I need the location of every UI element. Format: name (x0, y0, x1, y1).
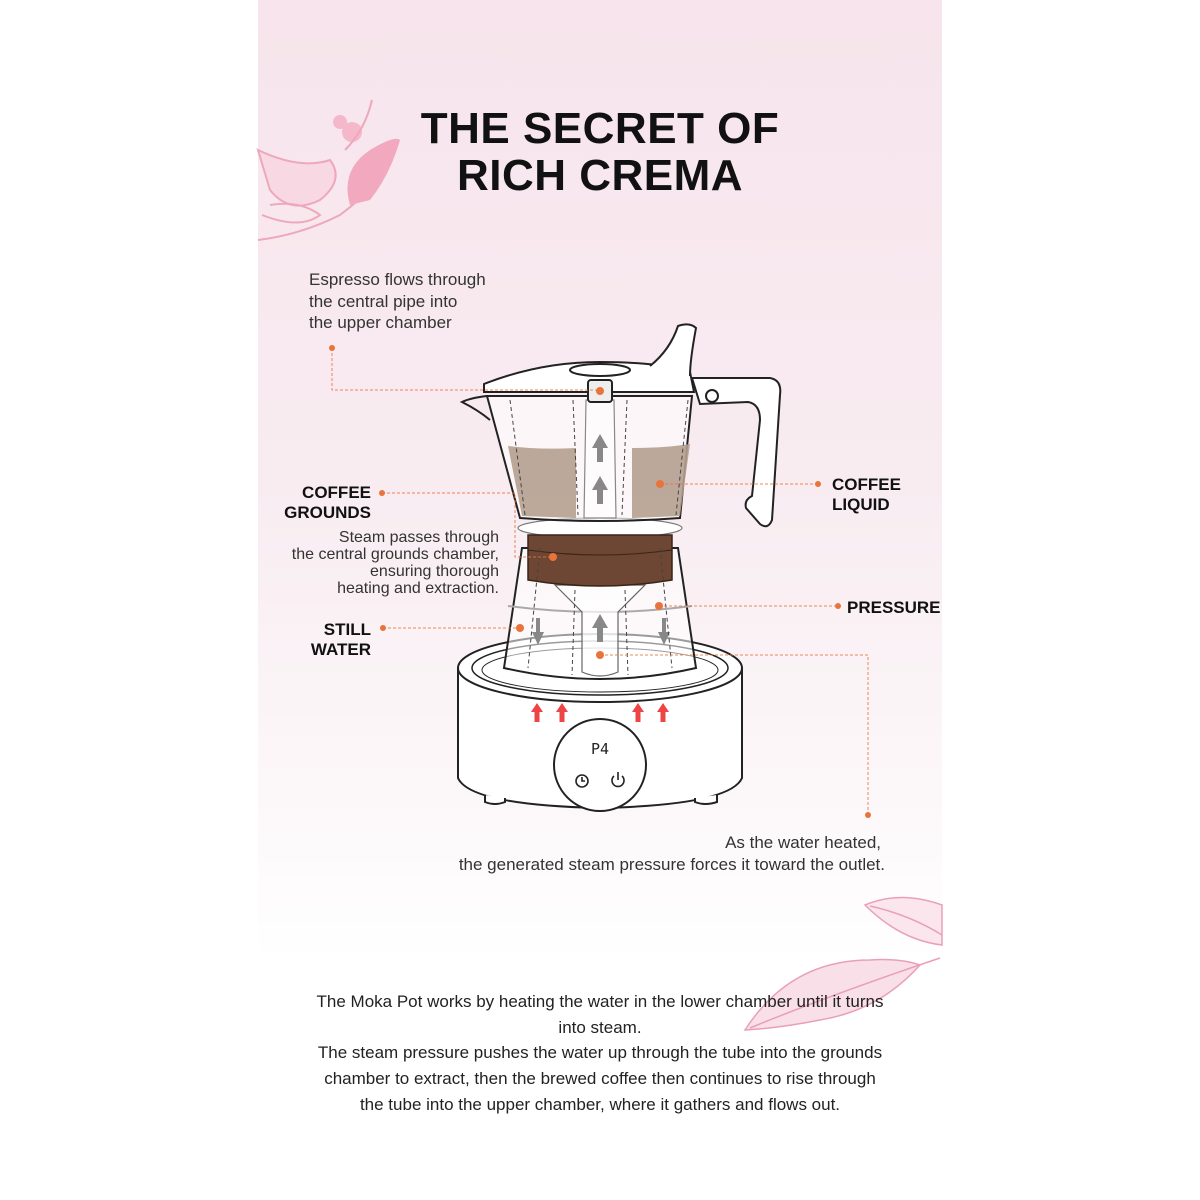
label-line: STILL (323, 620, 371, 639)
leader-lines (331, 348, 869, 815)
note-line: heating and extraction. (337, 580, 499, 597)
footer-line: into steam. (558, 1017, 642, 1037)
note-line: Steam passes through (338, 529, 499, 546)
note-line: the central grounds chamber, (291, 546, 499, 563)
handle (690, 377, 782, 528)
flower-decoration (256, 99, 400, 241)
grounds-chamber (517, 517, 683, 587)
footer-line: The Moka Pot works by heating the water … (316, 992, 884, 1011)
still-water-label: STILL WATER (311, 620, 371, 660)
note-line: the generated steam pressure forces it t… (458, 855, 885, 874)
label-line: WATER (310, 640, 371, 659)
espresso-note: Espresso flows through the central pipe … (309, 269, 486, 334)
heated-note: As the water heated, the generated steam… (459, 832, 885, 876)
coffee-liquid-label: COFFEE LIQUID (832, 475, 901, 515)
page-title-line1: THE SECRET OF (420, 104, 780, 153)
note-line: ensuring thorough (370, 563, 499, 580)
leader-dots (329, 345, 871, 818)
page-title-line2: RICH CREMA (456, 151, 744, 200)
coffee-grounds-label: COFFEE GROUNDS (284, 483, 371, 523)
footer-line: chamber to extract, then the brewed coff… (324, 1069, 876, 1089)
note-line: the central pipe into (309, 291, 458, 311)
upper-chamber (459, 395, 694, 522)
control-dial (553, 718, 647, 812)
flow-arrows (532, 434, 670, 645)
lid (483, 323, 698, 403)
label-line: LIQUID (832, 495, 890, 514)
coffee-grounds-note: Steam passes through the central grounds… (292, 529, 499, 597)
note-line: As the water heated, (725, 833, 881, 852)
pot-dashes (509, 399, 689, 676)
footer-line: The steam pressure pushes the water up t… (317, 1043, 883, 1063)
timer-icon[interactable] (575, 774, 589, 788)
footer-description: The Moka Pot works by heating the water … (0, 989, 1200, 1118)
note-line: the upper chamber (309, 313, 452, 332)
heater-display: P4 (591, 740, 609, 758)
leaf-decoration (743, 896, 943, 1031)
pressure-label: PRESSURE (847, 598, 941, 617)
label-line: GROUNDS (284, 503, 371, 522)
note-line: Espresso flows through (309, 270, 486, 289)
heat-arrows (531, 703, 669, 722)
label-line: COFFEE (302, 483, 371, 502)
power-icon[interactable] (611, 772, 625, 788)
label-line: COFFEE (832, 475, 901, 494)
footer-line: the tube into the upper chamber, where i… (359, 1094, 841, 1114)
